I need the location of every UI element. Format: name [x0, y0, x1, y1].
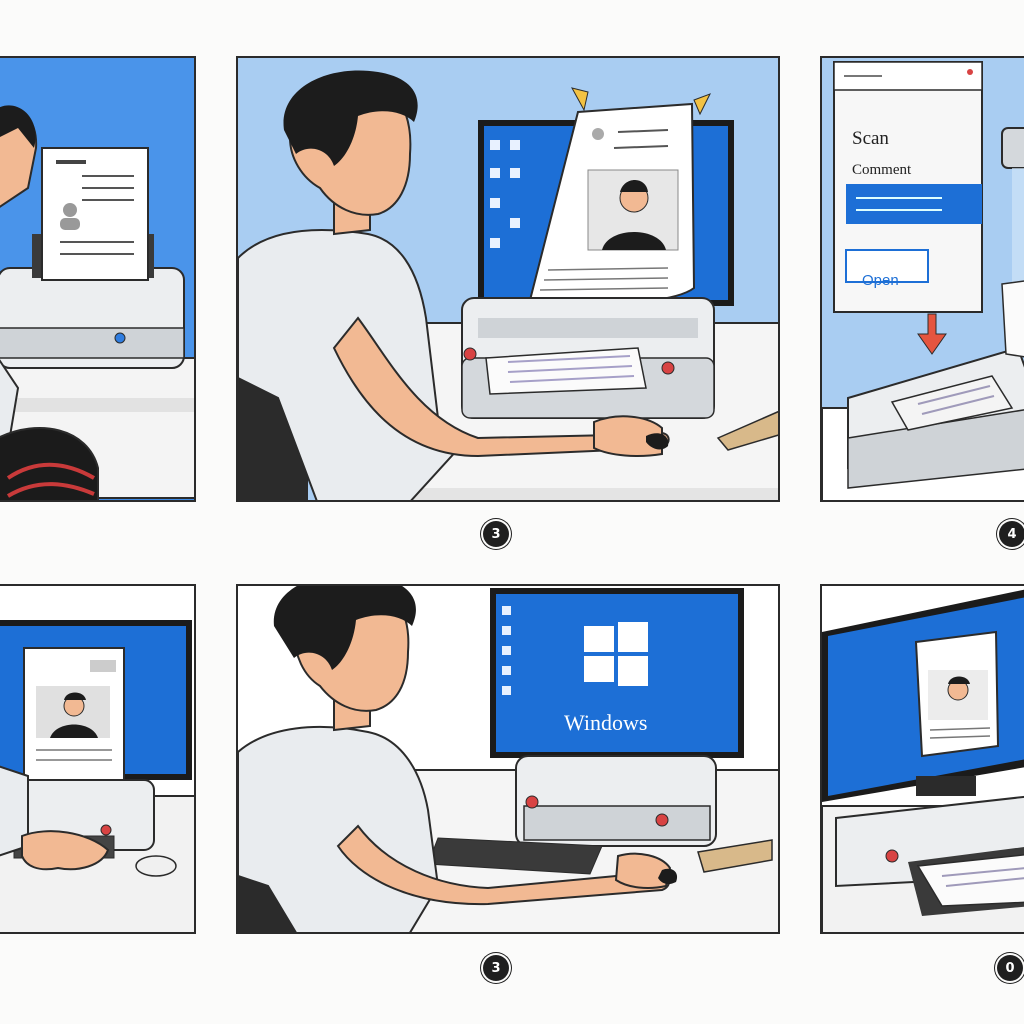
scanned-document: [526, 87, 712, 310]
monitor-text: Windows: [564, 710, 648, 735]
person: [238, 586, 678, 932]
monitor: [490, 588, 744, 774]
dialog-title: Scan: [852, 128, 889, 149]
panel-3: Scan Comment Open: [820, 56, 1024, 502]
monitor: [0, 620, 192, 783]
printer: [461, 297, 715, 419]
step-badge-2: 4: [999, 521, 1024, 547]
scanner: [847, 346, 1024, 489]
monitor: [822, 589, 1024, 802]
panel-3-illustration: [822, 58, 1024, 500]
panel-4-illustration: [0, 586, 194, 932]
panel-2-illustration: [238, 58, 778, 500]
person: [0, 105, 99, 500]
panel-5: Windows: [236, 584, 780, 934]
step-badge-4: 0: [997, 955, 1023, 981]
person: [238, 70, 670, 500]
dialog-subtitle: Comment: [852, 162, 912, 178]
scanned-document: [41, 147, 149, 281]
panel-1: [0, 56, 196, 502]
step-badge-1: 3: [483, 521, 509, 547]
open-button[interactable]: Open: [862, 272, 899, 289]
panel-6: [820, 584, 1024, 934]
panel-4: [0, 584, 196, 934]
step-badge-3: 3: [483, 955, 509, 981]
panel-1-illustration: [0, 58, 194, 500]
panel-5-illustration: [238, 586, 778, 932]
panel-6-illustration: [822, 586, 1024, 932]
panel-2: [236, 56, 780, 502]
windows-logo-icon: [584, 622, 648, 686]
scan-dialog: [833, 61, 983, 313]
printer: [515, 755, 717, 847]
printer: [835, 795, 1024, 916]
